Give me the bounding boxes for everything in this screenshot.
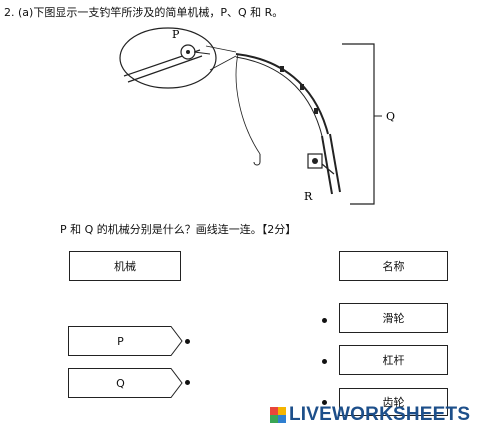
bracket-q [342,43,375,205]
label-r: R [304,190,313,203]
arrow-shape [68,326,183,356]
dot-right-lever[interactable] [322,359,327,364]
option-lever[interactable]: 杠杆 [339,345,448,375]
label-p: P [172,28,180,41]
dot-right-gear[interactable] [322,400,327,405]
option-pulley[interactable]: 滑轮 [339,303,448,333]
watermark-text: LIVEWORKSHEETS [289,404,471,425]
rod-detail-lower [127,55,203,83]
prompt-text: P 和 Q 的机械分别是什么？画线连一连。【2分】 [60,223,297,236]
rod-upper [235,53,329,135]
match-item-label: Q [116,376,125,390]
dot-left-q[interactable] [185,380,190,385]
match-item-label: P [117,334,124,348]
line-detail [193,51,211,55]
hook [253,154,261,166]
magnifier-circle [119,27,217,89]
fishing-rod-figure: P Q R [119,27,395,205]
header-machine: 机械 [69,251,181,281]
option-gear[interactable]: 齿轮 [339,388,448,416]
liveworksheets-watermark: LIVEWORKSHEETS [270,404,470,426]
question-title: 2. (a)下图显示一支钓竿所涉及的简单机械，P、Q 和 R。 [4,6,284,19]
label-q: Q [386,110,395,123]
arrow-shape [68,368,183,398]
dot-right-pulley[interactable] [322,318,327,323]
match-item-q[interactable]: Q [68,368,183,398]
match-item-p[interactable]: P [68,326,183,356]
rod-butt [321,135,333,195]
liveworksheets-logo-icon [270,407,286,423]
fishing-line [235,53,261,155]
header-name: 名称 [339,251,448,281]
dot-left-p[interactable] [185,339,190,344]
